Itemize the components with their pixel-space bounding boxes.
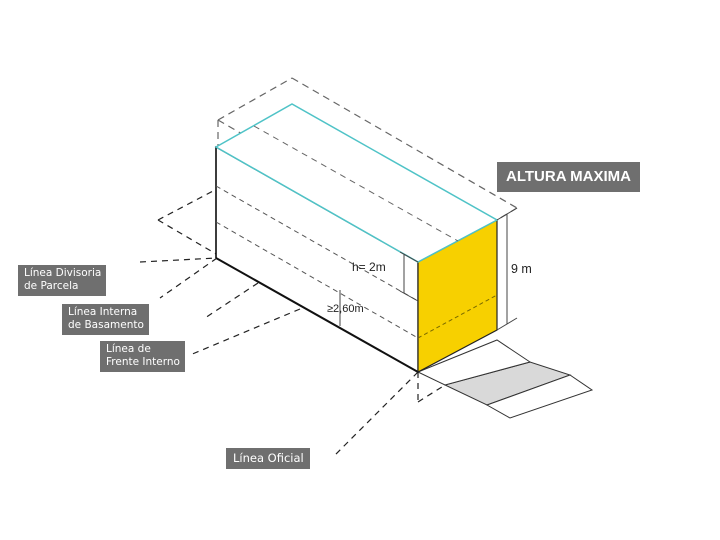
linea-frente-line1: Línea de bbox=[106, 343, 151, 355]
linea-divisoria-label: Línea Divisoria de Parcela bbox=[18, 265, 107, 296]
sidewalk bbox=[416, 339, 594, 419]
height-dimensions bbox=[339, 207, 518, 331]
height-upper-dimension: h= 2m bbox=[352, 260, 386, 274]
linea-frente-line2: Frente Interno bbox=[106, 356, 180, 368]
linea-basamento-label: Línea Interna de Basamento bbox=[62, 304, 149, 335]
linea-basamento-line1: Línea Interna bbox=[68, 306, 138, 318]
building-base-edge bbox=[215, 257, 419, 373]
linea-frente-label: Línea de Frente Interno bbox=[100, 341, 185, 372]
altura-maxima-label: ALTURA MAXIMA bbox=[497, 162, 640, 192]
height-base-dimension: ≥2,60m bbox=[327, 303, 364, 315]
linea-divisoria-line1: Línea Divisoria bbox=[24, 267, 102, 279]
linea-divisoria-line2: de Parcela bbox=[24, 280, 79, 292]
height-total-dimension: 9 m bbox=[511, 262, 532, 276]
end-face-divider bbox=[417, 294, 498, 339]
linea-basamento-line2: de Basamento bbox=[68, 319, 144, 331]
linea-oficial-label: Línea Oficial bbox=[226, 448, 310, 469]
